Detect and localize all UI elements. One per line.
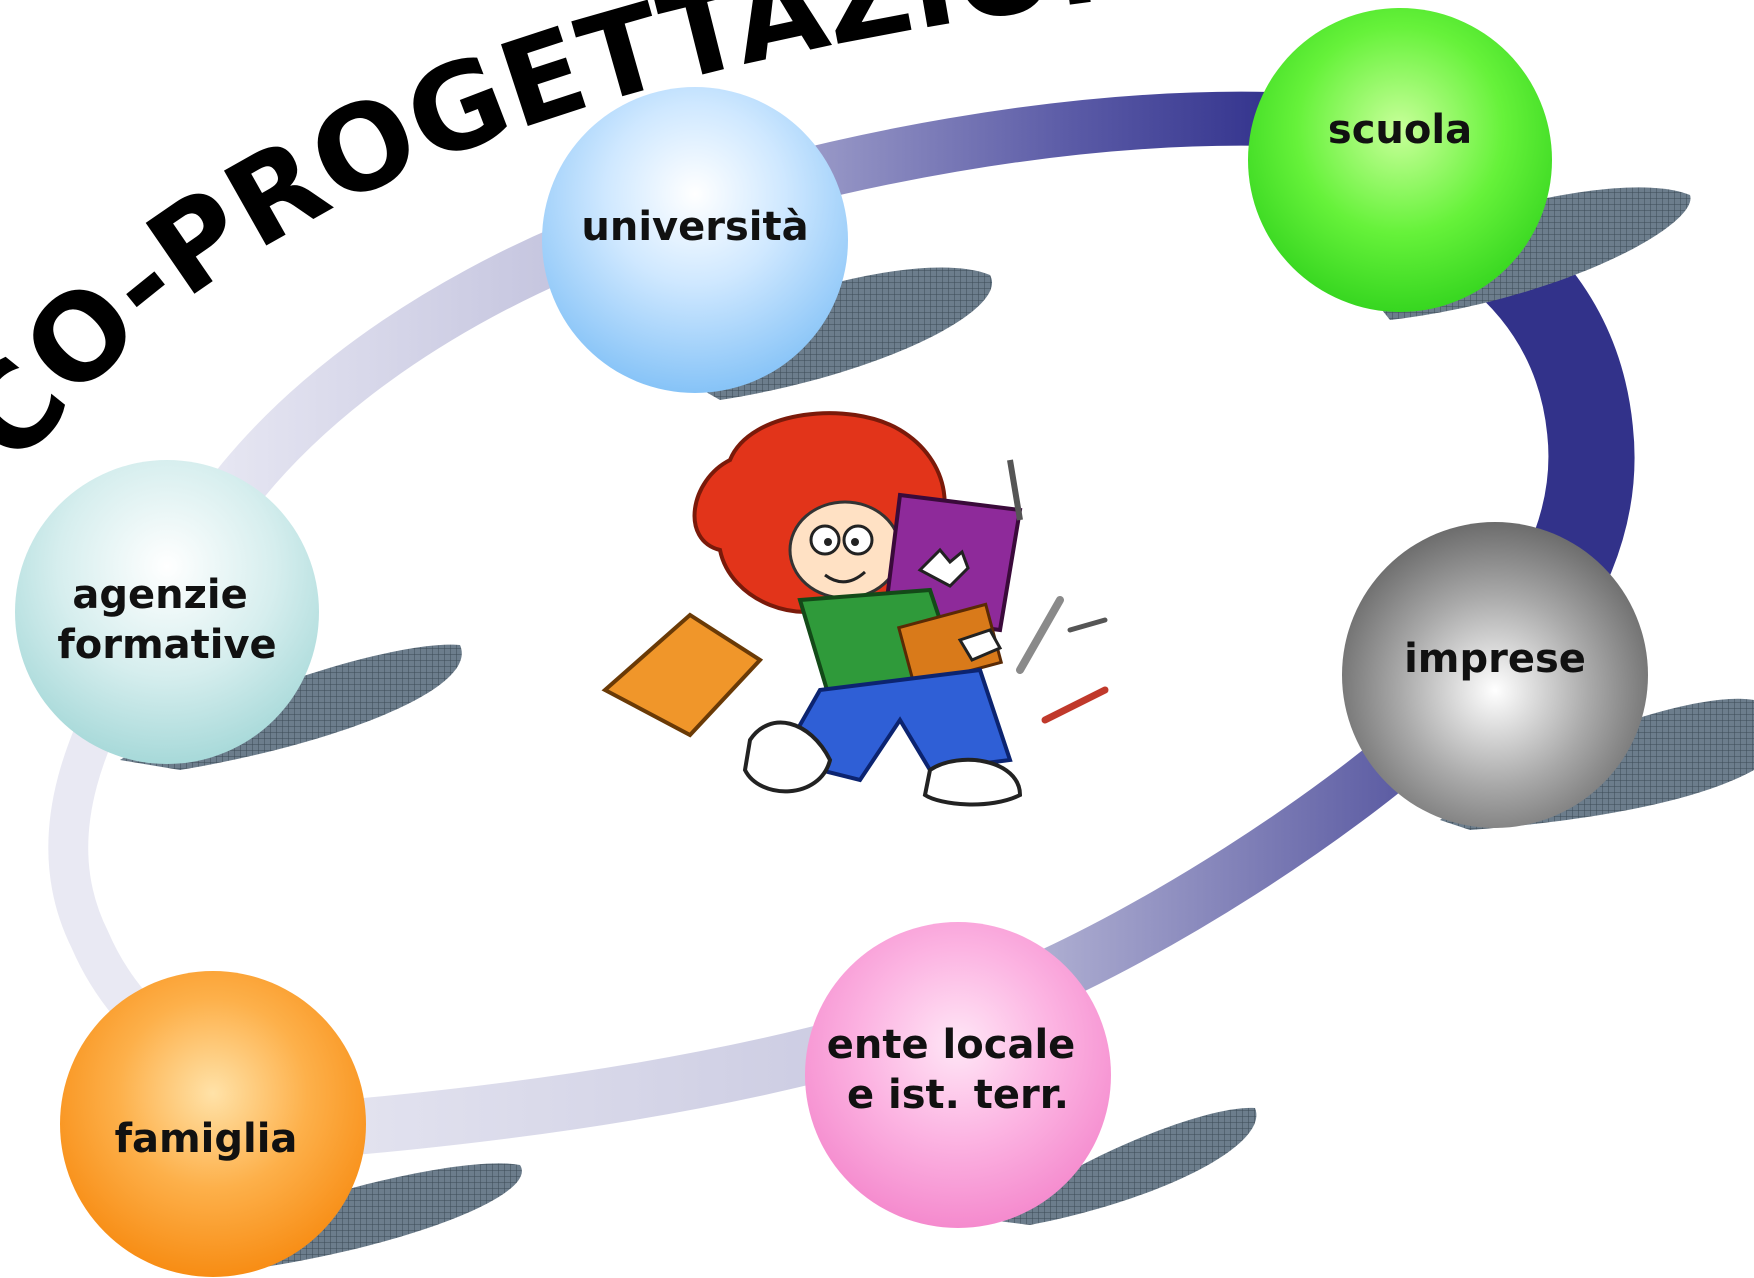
agenzie-label: agenzie formative [57, 572, 276, 668]
scuola-bubble [1248, 8, 1552, 312]
node-agenzie: agenzie formative [15, 460, 319, 764]
center-illustration [600, 400, 1130, 830]
node-ente: ente locale e ist. terr. [805, 922, 1111, 1228]
universita-bubble [542, 87, 848, 393]
node-universita: università [542, 87, 848, 393]
cartoon-shoe-left [742, 720, 833, 794]
ente-bubble [805, 922, 1111, 1228]
node-shadows [120, 187, 1754, 1272]
shadow-ente [990, 1107, 1257, 1225]
cartoon-pencil-1 [1016, 596, 1064, 674]
node-scuola: scuola [1248, 8, 1552, 312]
imprese-bubble [1342, 522, 1648, 828]
scuola-label: scuola [1328, 107, 1472, 153]
node-famiglia: famiglia [60, 971, 366, 1277]
cartoon-notebook [601, 612, 764, 738]
imprese-label: imprese [1404, 636, 1586, 682]
node-imprese: imprese [1342, 522, 1648, 828]
famiglia-bubble [60, 971, 366, 1277]
cartoon-shoe-right [922, 757, 1023, 807]
universita-label: università [581, 204, 808, 250]
ente-label: ente locale e ist. terr. [827, 1022, 1089, 1118]
agenzie-bubble [15, 460, 319, 764]
cartoon-pencil-2 [1041, 686, 1109, 724]
cartoon-face [788, 500, 902, 600]
famiglia-label: famiglia [115, 1116, 298, 1162]
